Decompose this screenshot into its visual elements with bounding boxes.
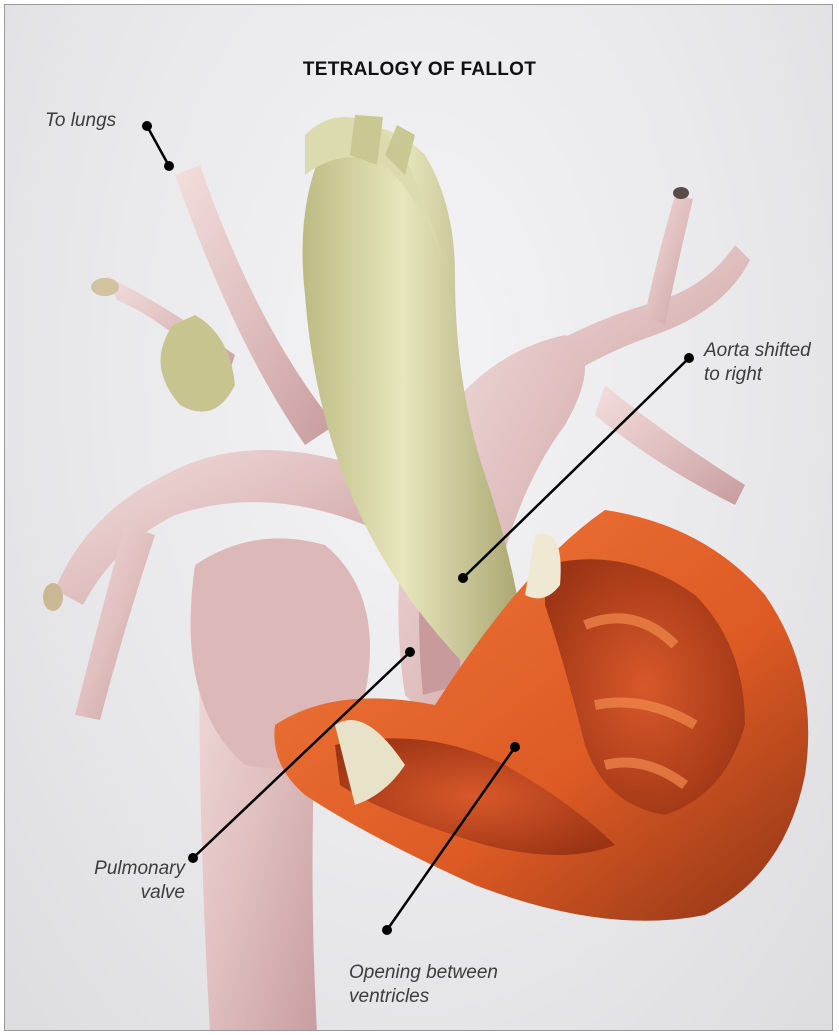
- leader-lines: [5, 5, 833, 1031]
- leader-to-lungs: [142, 121, 174, 171]
- leader-pulmonary-valve: [188, 647, 415, 863]
- leader-dot: [684, 353, 694, 363]
- leader-opening: [382, 742, 520, 935]
- leader-dot: [458, 573, 468, 583]
- leader-dot: [164, 161, 174, 171]
- leader-dot: [188, 853, 198, 863]
- leader-aorta: [458, 353, 694, 583]
- leader-dot: [382, 925, 392, 935]
- figure-frame: TETRALOGY OF FALLOT To lungs Aorta shift…: [4, 4, 833, 1031]
- leader-dot: [142, 121, 152, 131]
- leader-dot: [510, 742, 520, 752]
- leader-dot: [405, 647, 415, 657]
